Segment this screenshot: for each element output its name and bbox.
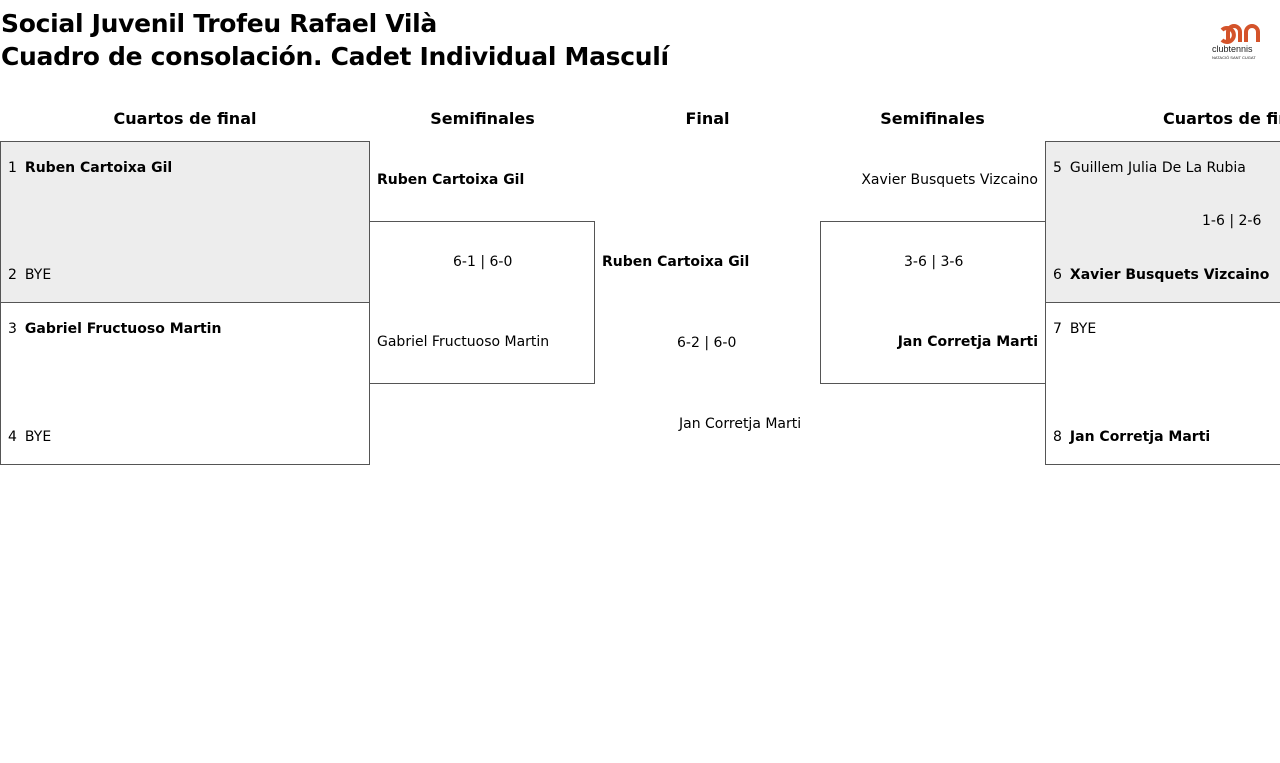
seed-number: 7 — [1053, 321, 1062, 337]
logo-subtext: NATACIÓ SANT CUGAT — [1212, 55, 1256, 60]
qf-right-match-2 — [1045, 302, 1280, 465]
qf-right-entry-6[interactable]: 6 Xavier Busquets Vizcaino — [1053, 266, 1269, 284]
round-header-qf-left: Cuartos de final — [113, 109, 257, 128]
round-header-final: Final — [685, 109, 730, 128]
player-name: Gabriel Fructuoso Martin — [24, 321, 222, 337]
qf-left-match-1 — [0, 141, 370, 303]
qf-left-entry-1[interactable]: 1 Ruben Cartoixa Gil — [8, 159, 172, 177]
sf-left-player-2[interactable]: Gabriel Fructuoso Martin — [377, 334, 550, 350]
sf-left-match — [369, 221, 595, 384]
seed-number: 8 — [1053, 429, 1062, 445]
round-header-qf-right: Cuartos de final — [1163, 109, 1280, 128]
player-name: BYE — [24, 429, 52, 445]
qf-right-score: 1-6 | 2-6 — [1202, 213, 1262, 229]
seed-number: 6 — [1053, 267, 1062, 283]
qf-right-entry-8[interactable]: 8 Jan Corretja Marti — [1053, 428, 1210, 446]
qf-left-entry-4[interactable]: 4 BYE — [8, 428, 51, 446]
qf-left-entry-2[interactable]: 2 BYE — [8, 266, 51, 284]
logo-text: clubtennis — [1212, 44, 1253, 54]
final-score: 6-2 | 6-0 — [677, 335, 737, 351]
seed-number: 3 — [8, 321, 17, 337]
qf-right-match-1 — [1045, 141, 1280, 303]
club-tennis-logo-icon: clubtennis NATACIÓ SANT CUGAT — [1212, 24, 1260, 60]
player-name: BYE — [1069, 321, 1097, 337]
sf-right-player-2[interactable]: Jan Corretja Marti — [897, 334, 1038, 350]
qf-left-entry-3[interactable]: 3 Gabriel Fructuoso Martin — [8, 320, 221, 338]
player-name: Guillem Julia De La Rubia — [1069, 160, 1246, 176]
sf-left-player-1[interactable]: Ruben Cartoixa Gil — [377, 172, 525, 188]
final-player-1[interactable]: Ruben Cartoixa Gil — [602, 254, 750, 270]
seed-number: 2 — [8, 267, 17, 283]
qf-right-entry-5[interactable]: 5 Guillem Julia De La Rubia — [1053, 159, 1246, 177]
player-name: BYE — [24, 267, 52, 283]
round-header-sf-left: Semifinales — [430, 109, 535, 128]
sf-left-score: 6-1 | 6-0 — [453, 254, 513, 270]
seed-number: 5 — [1053, 160, 1062, 176]
seed-number: 1 — [8, 160, 17, 176]
sf-right-score: 3-6 | 3-6 — [904, 254, 964, 270]
player-name: Jan Corretja Marti — [1069, 429, 1211, 445]
tournament-title: Social Juvenil Trofeu Rafael Vilà — [1, 9, 437, 38]
final-player-2[interactable]: Jan Corretja Marti — [679, 416, 802, 432]
player-name: Xavier Busquets Vizcaino — [1069, 267, 1270, 283]
draw-subtitle: Cuadro de consolación. Cadet Individual … — [1, 42, 669, 71]
sf-right-player-1[interactable]: Xavier Busquets Vizcaino — [861, 172, 1038, 188]
player-name: Ruben Cartoixa Gil — [24, 160, 173, 176]
sf-right-match — [820, 221, 1046, 384]
qf-right-entry-7[interactable]: 7 BYE — [1053, 320, 1096, 338]
round-header-sf-right: Semifinales — [880, 109, 985, 128]
seed-number: 4 — [8, 429, 17, 445]
